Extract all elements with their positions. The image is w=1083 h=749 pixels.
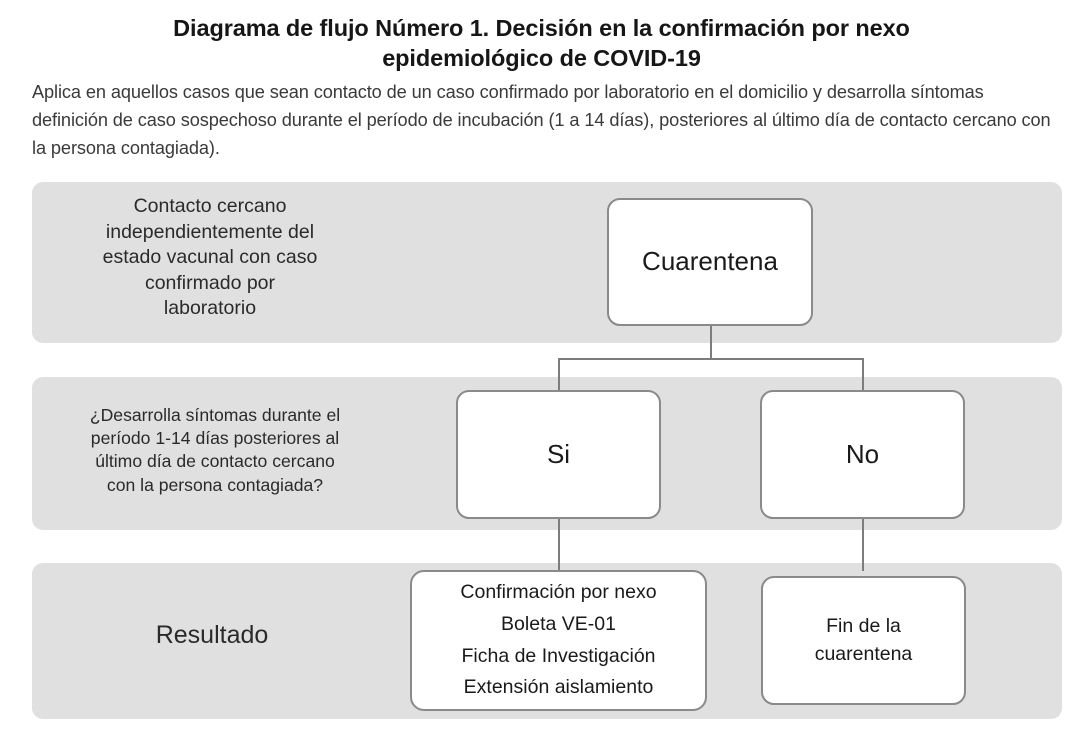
row-label-contacto: Contacto cercano independientemente del … — [102, 195, 318, 320]
connector-cuarentena-to-split — [710, 325, 712, 359]
connector-no-to-result — [862, 518, 864, 571]
page-subtitle: Aplica en aquellos casos que sean contac… — [32, 82, 1051, 158]
page-title: Diagrama de flujo Número 1. Decisión en … — [173, 15, 910, 72]
connector-split-to-si — [558, 358, 560, 391]
connector-si-to-result — [558, 518, 560, 571]
connector-split-bar — [558, 358, 864, 360]
node-result-confirmacion-nexo: Confirmación por nexo Boleta VE-01 Ficha… — [410, 570, 707, 711]
node-result-fin-cuarentena: Fin de la cuarentena — [761, 576, 966, 705]
header: Diagrama de flujo Número 1. Decisión en … — [0, 0, 1083, 163]
node-si: Si — [456, 390, 661, 519]
node-cuarentena: Cuarentena — [607, 198, 813, 326]
row-label-resultado: Resultado — [155, 621, 269, 649]
row-label-sintomas: ¿Desarrolla síntomas durante el período … — [89, 405, 341, 495]
node-no: No — [760, 390, 965, 519]
row-band-contacto — [32, 182, 1062, 343]
connector-split-to-no — [862, 358, 864, 391]
